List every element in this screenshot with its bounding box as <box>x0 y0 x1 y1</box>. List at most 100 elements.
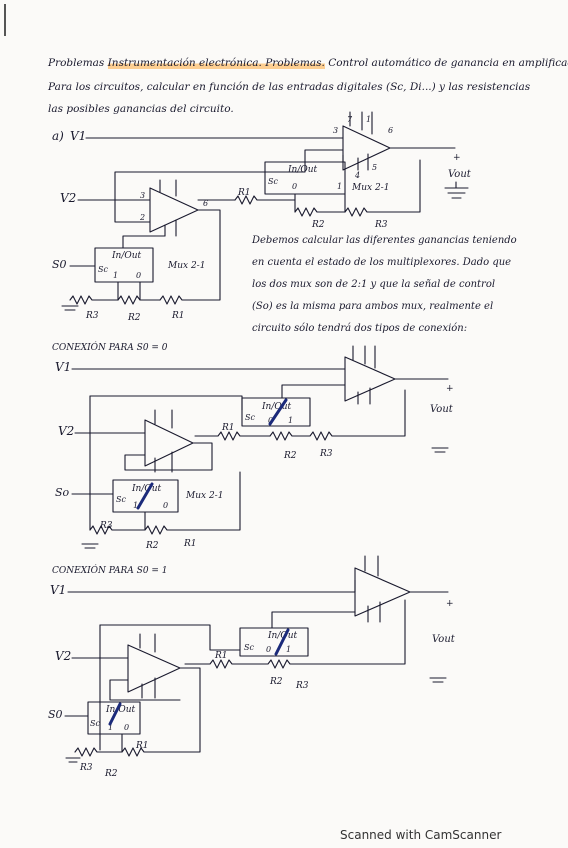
explanation-line: Debemos calcular las diferentes ganancia… <box>252 235 517 246</box>
opamp-pins <box>352 345 376 405</box>
explanation-line: circuito sólo tendrá dos tipos de conexi… <box>252 323 468 334</box>
mux-label: 0 <box>163 501 168 510</box>
opamp-pins <box>349 111 373 135</box>
wire <box>281 384 346 399</box>
mux-top <box>239 627 309 657</box>
mux-label: Sc <box>245 413 255 422</box>
mux-bottom <box>87 701 141 735</box>
resistor-label: R3 <box>79 763 93 773</box>
resistor-label: R1 <box>135 741 149 751</box>
mux-label: 1 <box>133 501 138 510</box>
case1-heading: CONEXIÓN PARA S0 = 1 <box>52 564 168 576</box>
title-prefix: Problemas <box>48 57 105 69</box>
opamp-pins <box>159 179 177 237</box>
mux-label: In/Out <box>267 631 298 641</box>
ground-symbol <box>444 181 469 199</box>
switch-stroke <box>108 702 122 726</box>
opamp-pins <box>357 153 369 171</box>
resistor-r1 <box>234 195 296 205</box>
ground-symbol <box>61 305 79 311</box>
ground-symbol <box>431 447 449 453</box>
switch-stroke <box>274 628 290 656</box>
resistor-label: R1 <box>171 311 185 321</box>
pin-label: 3 <box>333 126 338 135</box>
resistor-r1-bottom <box>159 209 221 305</box>
problem-title: Problemas Instrumentación electrónica. P… <box>48 57 568 69</box>
margin-mark <box>4 4 6 36</box>
s0-label: S0 <box>48 708 63 721</box>
mux-label: Sc <box>268 177 278 186</box>
resistor-label: R1 <box>183 539 197 549</box>
mux-label: Mux 2-1 <box>167 261 205 271</box>
mux-top <box>241 397 311 427</box>
scanner-watermark: Scanned with CamScanner <box>340 828 502 842</box>
wire <box>114 161 306 223</box>
resistor-label: R2 <box>283 451 297 461</box>
resistor-chain-bottom <box>74 667 201 757</box>
v2-label: V2 <box>58 424 74 438</box>
opamp-pins <box>139 633 156 699</box>
switch-stroke <box>136 482 154 510</box>
wire <box>122 235 166 249</box>
mux-label: Sc <box>244 643 254 652</box>
svg-text:+: + <box>446 599 454 609</box>
title-rest: Control automático de ganancia en amplif… <box>328 57 568 69</box>
vout-label: Vout <box>432 634 456 645</box>
s0-label: So <box>55 486 70 499</box>
opamp-top <box>342 125 391 171</box>
explanation-line: los dos mux son de 2:1 y que la señal de… <box>252 279 496 290</box>
wire <box>67 579 356 593</box>
mux-label: 1 <box>113 271 118 280</box>
resistor-r3-bottom <box>69 295 119 305</box>
resistor-chain <box>269 389 406 441</box>
resistor-label: R2 <box>104 769 118 779</box>
explanation-paragraph: Debemos calcular las diferentes ganancia… <box>252 236 552 346</box>
wire <box>271 611 356 629</box>
wire <box>124 442 213 471</box>
resistor-label: R1 <box>214 651 228 661</box>
v1-label: V1 <box>55 360 71 374</box>
v1-label: V1 <box>70 129 86 143</box>
wire <box>117 281 141 301</box>
opamp-pins <box>364 555 381 623</box>
resistor-r1 <box>194 431 271 441</box>
mux-label: Sc <box>90 719 100 728</box>
resistor-r3 <box>344 159 421 217</box>
v1-label: V1 <box>50 583 66 597</box>
mux-label: 0 <box>292 182 297 191</box>
resistor-label: R2 <box>145 541 159 551</box>
explanation-line: (So) es la misma para ambos mux, realmen… <box>252 301 494 312</box>
explanation-line: en cuenta el estado de los multiplexores… <box>252 257 512 268</box>
wire <box>99 624 241 651</box>
wire <box>89 395 243 411</box>
statement-line-2: las posibles ganancias del circuito. <box>48 103 234 115</box>
vout-label: Vout <box>430 404 454 415</box>
mux-label: In/Out <box>105 705 136 715</box>
mux-label: In/Out <box>261 402 292 412</box>
pin-label: 6 <box>203 199 208 208</box>
vout-label: Vout <box>448 169 472 180</box>
mux-label: In/Out <box>131 484 162 494</box>
v2-label: V2 <box>55 649 71 663</box>
resistor-chain-bottom <box>89 471 241 535</box>
pin-label: 3 <box>140 191 145 200</box>
resistor-label: R2 <box>127 313 141 323</box>
opamp-top <box>354 567 411 617</box>
mux-label: 0 <box>266 645 271 654</box>
mux-label: Sc <box>116 495 126 504</box>
item-label: a) <box>52 129 64 143</box>
resistor-label: R3 <box>295 681 309 691</box>
switch-stroke <box>268 398 288 426</box>
pin-label: 4 <box>354 171 360 180</box>
resistor-label: R3 <box>85 311 99 321</box>
mux-label: 1 <box>337 182 342 191</box>
mux-label: 1 <box>286 645 291 654</box>
mux-label: Mux 2-1 <box>185 491 223 501</box>
wire <box>109 679 181 701</box>
mux-label: Sc <box>98 265 108 274</box>
mux-label: 1 <box>288 416 293 425</box>
mux-label: In/Out <box>287 165 318 175</box>
pin-label: 1 <box>366 115 371 124</box>
case0-heading: CONEXIÓN PARA S0 = 0 <box>52 341 168 353</box>
